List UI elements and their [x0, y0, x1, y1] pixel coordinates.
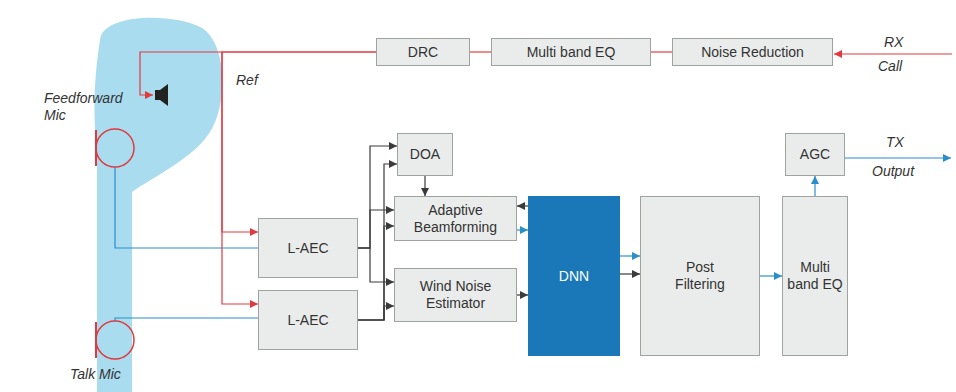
signal-label: Call: [878, 58, 902, 75]
process-box: DOA: [397, 133, 453, 176]
mic-label: Feedforward Mic: [44, 90, 126, 124]
signal-label: TX: [886, 134, 904, 151]
box-label: AGC: [800, 146, 830, 163]
ref-wire: [140, 52, 222, 95]
box-label: Adaptive Beamforming: [395, 202, 516, 236]
speaker-symbol: [155, 90, 160, 100]
box-label: Wind Noise Estimator: [395, 278, 516, 312]
box-label: Multi band EQ: [527, 44, 616, 61]
tx-wire: [845, 157, 951, 158]
talk-mic-symbol: [96, 321, 134, 359]
dnn-box: DNN: [528, 196, 620, 356]
signal-label: Ref: [236, 72, 258, 89]
feedforward-mic-symbol: [96, 129, 134, 167]
process-box: Post Filtering: [640, 196, 760, 356]
rx-wire: [834, 53, 952, 54]
mic-wire: [115, 167, 258, 248]
signal-connector: [760, 275, 782, 276]
box-label: DNN: [559, 268, 589, 285]
process-box: AGC: [785, 133, 845, 176]
process-box: Noise Reduction: [672, 38, 833, 66]
speaker-symbol: [160, 84, 168, 106]
signal-connector: [651, 51, 672, 52]
signal-connector: [517, 294, 528, 295]
signal-connector: [517, 205, 528, 206]
signal-connector: [358, 146, 397, 248]
signal-label: Output: [872, 163, 914, 180]
box-label: L-AEC: [287, 312, 328, 329]
process-box: Wind Noise Estimator: [394, 268, 517, 322]
box-label: DOA: [410, 146, 440, 163]
mic-label: Talk Mic: [70, 366, 121, 383]
signal-connector: [222, 52, 376, 304]
signal-connector: [517, 229, 528, 230]
signal-connector: [358, 306, 394, 320]
process-box: Adaptive Beamforming: [394, 196, 517, 241]
box-label: Noise Reduction: [701, 44, 804, 61]
process-box: DRC: [376, 38, 470, 66]
process-box: L-AEC: [258, 290, 358, 350]
box-label: Multi band EQ: [783, 259, 847, 293]
process-box: Multi band EQ: [782, 196, 848, 356]
signal-connector: [358, 226, 394, 320]
signal-connector: [358, 210, 394, 248]
mic-wire: [115, 318, 258, 321]
process-box: L-AEC: [258, 218, 358, 278]
signal-connector: [620, 273, 640, 274]
signal-label: RX: [884, 34, 903, 51]
process-box: Multi band EQ: [491, 38, 651, 66]
signal-connector: [358, 164, 397, 320]
signal-connector: [222, 52, 376, 232]
earbud-outline: [94, 18, 222, 392]
signal-connector: [620, 255, 640, 256]
signal-connector: [470, 51, 491, 52]
signal-connector: [814, 176, 815, 196]
box-label: Post Filtering: [664, 259, 736, 293]
box-label: L-AEC: [287, 240, 328, 257]
signal-connector: [358, 248, 394, 282]
signal-connector: [424, 176, 425, 196]
box-label: DRC: [408, 44, 438, 61]
